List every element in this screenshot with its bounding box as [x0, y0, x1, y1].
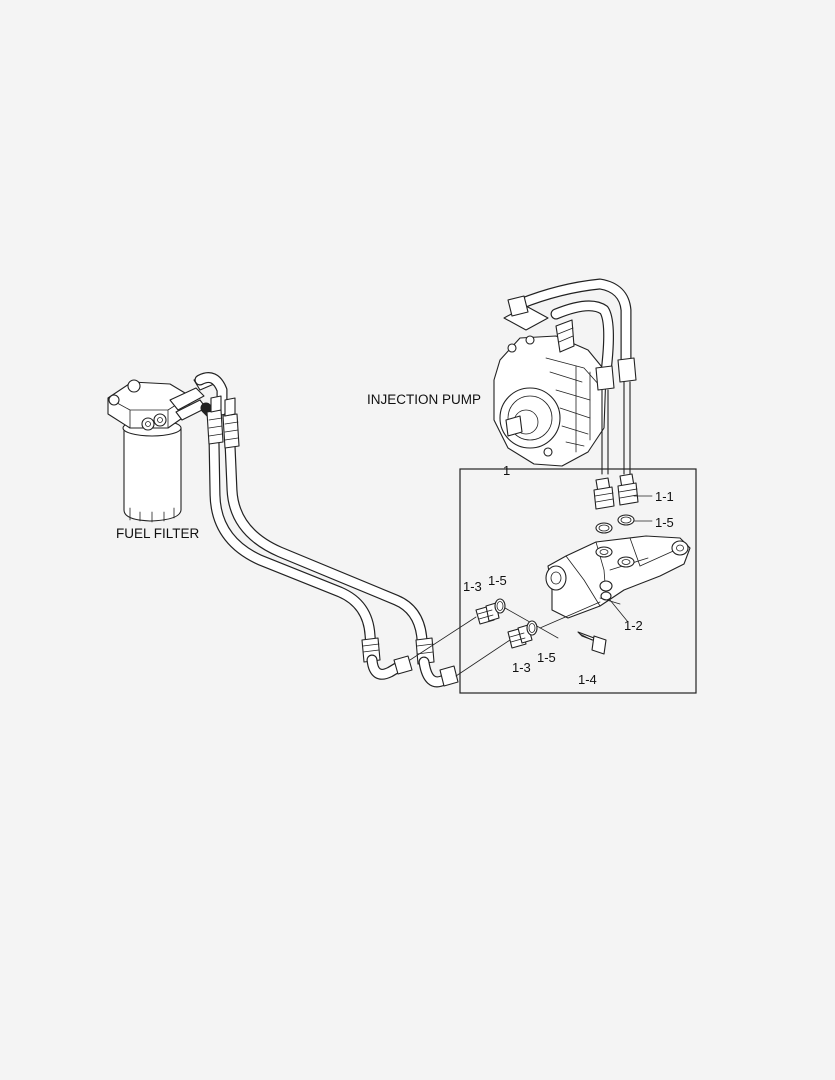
injection-pump	[493, 278, 637, 475]
leader-line-upper	[409, 616, 477, 661]
fuel-filter-label: FUEL FILTER	[116, 526, 200, 541]
bracket-assembly	[475, 473, 691, 655]
callout-1-5-left: 1-5	[488, 573, 507, 588]
callout-1-5-lower: 1-5	[537, 650, 556, 665]
callout-1-1: 1-1	[655, 489, 674, 504]
injection-pump-label: INJECTION PUMP	[367, 392, 481, 407]
callout-1: 1	[503, 463, 510, 478]
leader-1-2	[609, 599, 629, 623]
assembly-box	[459, 468, 697, 694]
callout-1-3-lower: 1-3	[512, 660, 531, 675]
callout-1-4: 1-4	[578, 672, 597, 687]
leader-line-lower	[455, 639, 511, 677]
fuel-filter	[107, 373, 215, 523]
callout-1-5-top: 1-5	[655, 515, 674, 530]
callout-1-2: 1-2	[624, 618, 643, 633]
fuel-hoses	[194, 372, 459, 688]
callout-1-3-upper: 1-3	[463, 579, 482, 594]
